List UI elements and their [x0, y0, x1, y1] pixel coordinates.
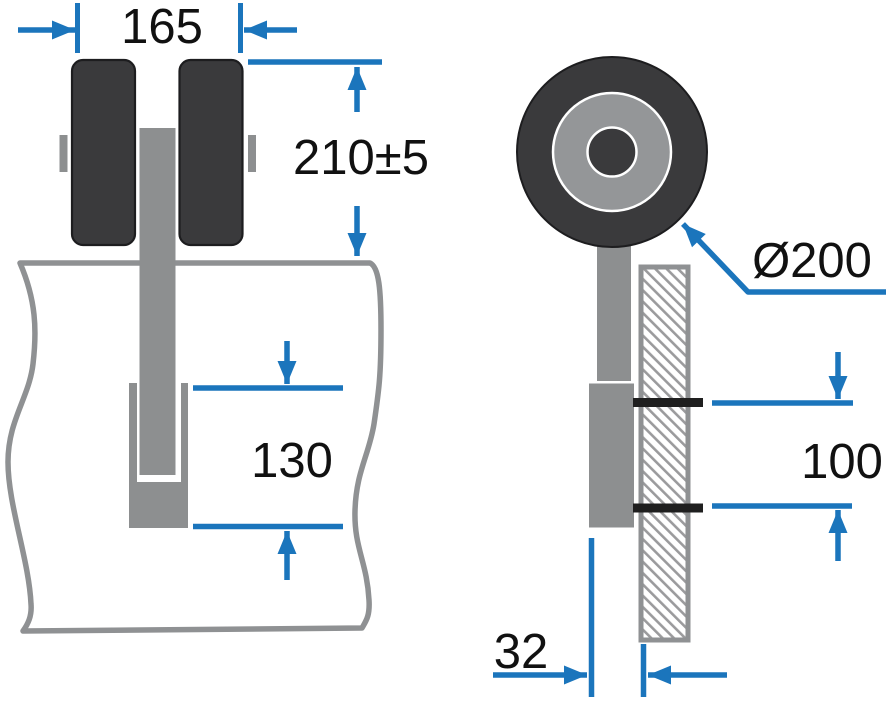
dim-socket-depth: 130 — [193, 341, 343, 580]
clamp-bolt-bottom — [633, 503, 703, 513]
dim-clamp-spacing-label: 100 — [801, 435, 883, 489]
left-axle-tab — [59, 135, 68, 172]
right-axle-tab — [248, 135, 256, 172]
dim-wheel-diameter-label: Ø200 — [752, 234, 872, 288]
right-roller-wheel — [178, 58, 244, 247]
dim-face-offset-label: 32 — [494, 625, 549, 679]
wheel-hub — [586, 126, 638, 178]
dim-face-offset: 32 — [493, 538, 727, 697]
leader-arrow-icon — [681, 222, 886, 295]
bracket-mounting-plate — [589, 383, 634, 528]
mounting-socket — [129, 383, 188, 528]
dim-wheel-diameter: Ø200 — [681, 222, 886, 295]
dim-height-to-post: 210±5 — [248, 59, 429, 256]
dim-clamp-spacing: 100 — [712, 352, 883, 561]
dim-overall-width-label: 165 — [121, 0, 203, 54]
dim-height-to-post-label: 210±5 — [293, 131, 429, 185]
dim-overall-width: 165 — [18, 0, 297, 54]
dim-socket-depth-label: 130 — [251, 434, 333, 488]
clamp-bolt-top — [633, 398, 703, 407]
front-view: 165 210±5 130 — [5, 0, 429, 634]
left-roller-wheel — [70, 58, 137, 247]
gate-panel-hatched-section — [638, 264, 691, 643]
bracket-shaft-front — [139, 128, 176, 475]
roller-wheel-side — [516, 56, 708, 248]
side-view: Ø200 100 32 — [493, 56, 886, 697]
